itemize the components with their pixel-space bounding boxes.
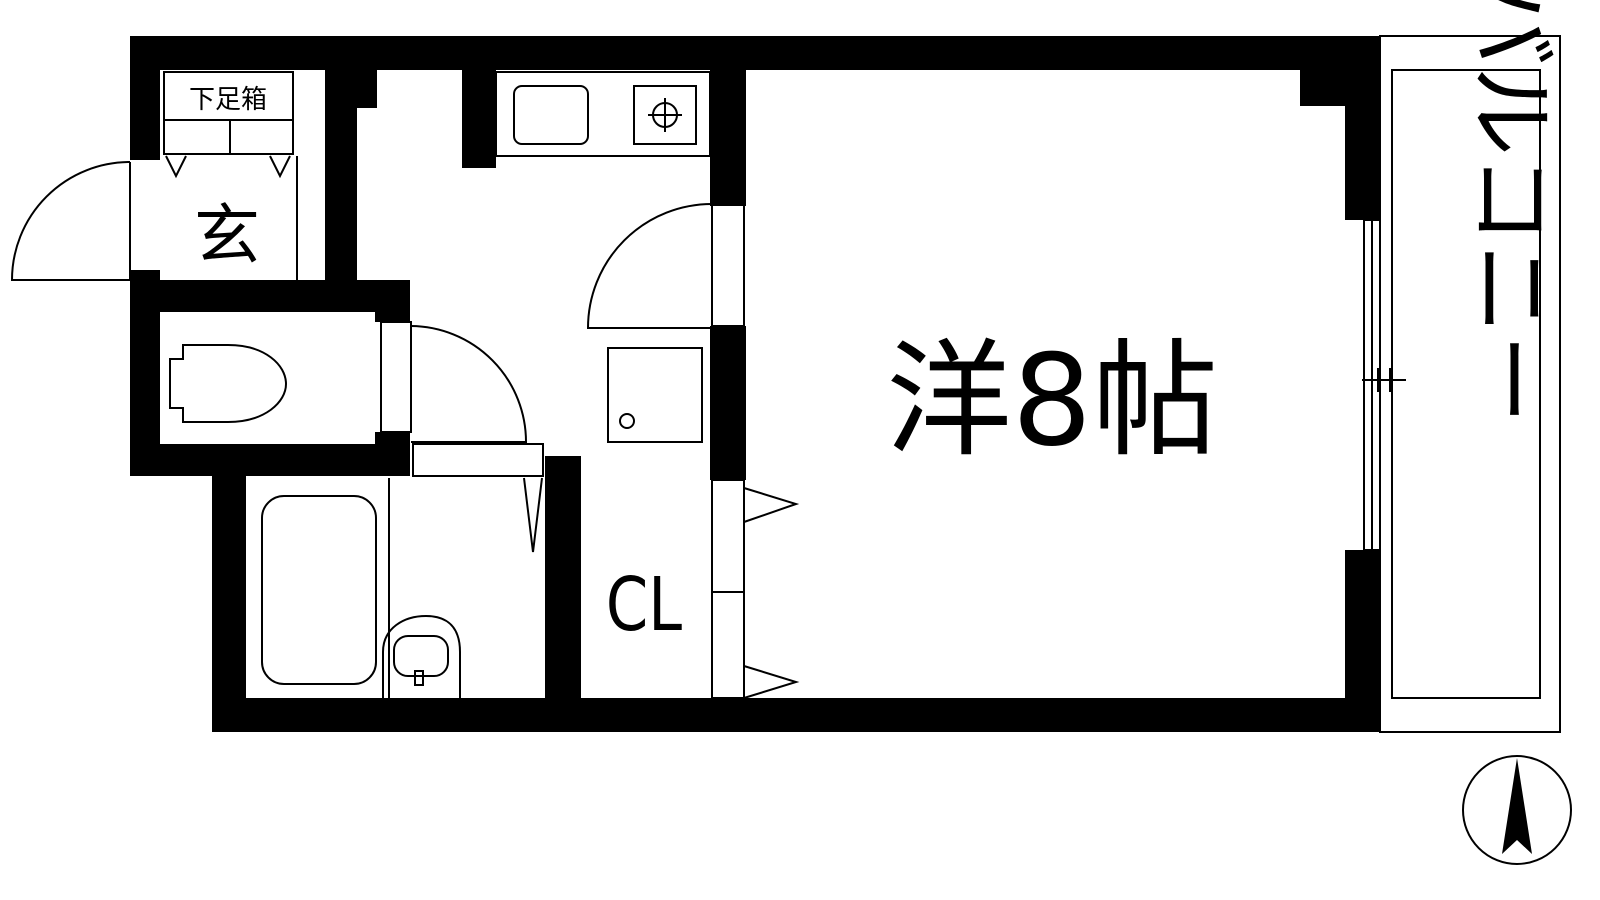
balcony-label: バルコニー: [1458, 0, 1563, 424]
washing-machine-pan-icon: [607, 347, 703, 443]
toilet-door-swing: [410, 325, 528, 443]
walls: [130, 36, 1380, 732]
bathtub-icon: [261, 495, 377, 685]
gas-stove-icon: [633, 85, 697, 145]
kitchen-door-swing: [586, 203, 713, 329]
kitchen-counter: [495, 71, 711, 157]
western-room: 洋8帖: [886, 327, 1218, 474]
shoe-box: [163, 71, 294, 121]
closet: CL: [606, 479, 800, 699]
entrance: 下足箱 玄: [10, 71, 298, 282]
toilet-icon: [169, 344, 288, 423]
bathroom: [261, 443, 544, 700]
kitchen: [495, 71, 745, 443]
closet-label: CL: [606, 561, 682, 647]
kitchen-sink-icon: [513, 85, 589, 145]
entrance-door-swing: [10, 161, 131, 281]
washbasin-icon: [382, 614, 461, 700]
north-arrow-icon: [1462, 755, 1572, 865]
western-room-label: 洋8帖: [886, 327, 1218, 474]
entrance-label: 玄: [194, 197, 260, 274]
balcony: バルコニー: [1379, 0, 1563, 733]
shoe-box-label: 下足箱: [189, 85, 267, 115]
toilet-room: [169, 321, 528, 443]
balcony-window: [1362, 219, 1406, 551]
